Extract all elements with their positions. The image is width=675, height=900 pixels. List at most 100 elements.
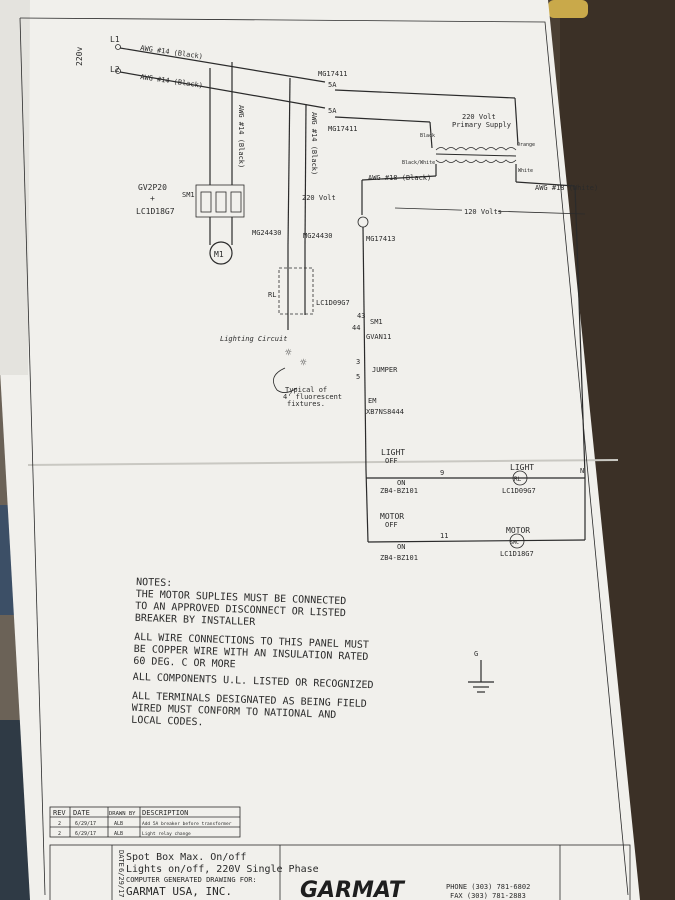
transformer-black: Black [420, 133, 435, 139]
motor-starter-element-2 [215, 191, 227, 213]
notes-block: NOTES: THE MOTOR SUPLIES MUST BE CONNECT… [131, 577, 374, 729]
breaker-2-part: MG17411 [328, 125, 358, 133]
note-line: 60 DEG. C OR MORE [133, 656, 236, 671]
title-block-frame [49, 844, 631, 900]
revision-cell: Add 5A breaker before transformer [142, 821, 232, 827]
transformer-secondary-coil [435, 159, 517, 163]
primary-wire-2 [334, 116, 431, 123]
motor-wire-11: 11 [440, 532, 448, 540]
lighting-mg-a: MG24430 [252, 229, 282, 237]
revision-header: DATE [73, 809, 90, 817]
control-em: EM [368, 397, 376, 405]
title-line-1: Spot Box Max. On/off [126, 852, 246, 863]
l1-wire [119, 47, 326, 83]
neutral-n: N [580, 467, 584, 475]
lighting-circuit-label: Lighting Circuit [220, 335, 287, 343]
light-switch-off: OFF [385, 457, 398, 465]
revision-header: DESCRIPTION [142, 809, 188, 817]
neutral-rail [574, 185, 586, 476]
fixture-note-1: Typical of [285, 386, 327, 394]
awg-white-label: AWG #18 (White) [535, 184, 598, 192]
control-xb: XB7NS8444 [366, 408, 404, 416]
transformer-white: White [518, 168, 533, 174]
lighting-feeder-2 [304, 103, 307, 246]
light-coil-label: LIGHT [510, 463, 534, 472]
lamp-icon-1: ☼ [285, 346, 292, 359]
motor-starter-element-3 [230, 191, 242, 213]
control-jumper: JUMPER [372, 366, 398, 374]
lighting-mg-b: MG24430 [303, 232, 333, 240]
revision-table-frame [49, 806, 241, 838]
fixture-note-3: fixtures. [287, 400, 325, 408]
title-computer: COMPUTER GENERATED DRAWING FOR: [126, 876, 257, 884]
motor-coil [509, 533, 525, 549]
v220-label: 220 Volt [302, 194, 336, 202]
revision-header: DRAWN BY [109, 811, 136, 817]
light-coil [512, 470, 528, 486]
transformer-orange: Orange [517, 142, 535, 148]
breaker-2-rating: 5A [328, 107, 337, 115]
light-relay-box [278, 267, 314, 315]
control-rail-lower [365, 469, 369, 543]
ground-label: G [474, 650, 478, 658]
breaker-1-rating: 5A [328, 81, 337, 89]
transformer-primary-coil [435, 147, 517, 151]
yellow-rope [548, 0, 588, 18]
title-date-value: 6/29/17 [117, 868, 125, 898]
v120-label: 120 Volts [464, 208, 502, 216]
motor-switch-off: OFF [385, 521, 398, 529]
revision-cell: 6/29/17 [75, 821, 96, 827]
control-mg: MG17413 [366, 235, 396, 243]
motor-m1 [209, 241, 233, 265]
control-n44: 44 [352, 324, 360, 332]
l1-terminal [115, 44, 121, 50]
l2-terminal [115, 68, 121, 74]
motor-switch-on: ON [397, 543, 405, 551]
note-line: BREAKER BY INSTALLER [135, 613, 257, 628]
motor-feeder-awg: AWG #14 (Black) [237, 105, 245, 168]
gv-plus: + [150, 194, 155, 203]
motor-coil-id: SMC [510, 540, 519, 546]
paper-sheet [0, 0, 640, 900]
control-sm1: SM1 [370, 318, 383, 326]
note-line: LOCAL CODES. [131, 715, 204, 729]
title-fax: FAX (303) 781-2883 [450, 892, 526, 900]
control-n43: 43 [357, 312, 365, 320]
border-line [19, 17, 629, 896]
paper-fold [27, 459, 619, 466]
revision-cell: 2 [58, 831, 61, 837]
motor-switch-label: MOTOR [380, 512, 404, 521]
title-block: DATE 6/29/17 Spot Box Max. On/off Lights… [49, 844, 631, 900]
primary-wire-1 [334, 89, 516, 99]
title-company: GARMAT USA, INC. [126, 885, 232, 898]
fixture-leader [273, 367, 298, 393]
light-switch-on: ON [397, 479, 405, 487]
revision-cell: ALB [114, 821, 123, 827]
revision-cell: 6/29/17 [75, 831, 96, 837]
revision-table: REV DATE DRAWN BY DESCRIPTION 2 6/29/17 … [49, 806, 241, 838]
transformer-black-white: Black/White [402, 160, 435, 166]
lighting-feeder-awg: AWG #14 (Black) [310, 112, 318, 175]
light-coil-id: RL [514, 476, 522, 483]
title-phone: PHONE (303) 781-6802 [446, 883, 530, 891]
l2-label: L2 [110, 65, 120, 74]
awg-black-label: AWG #18 (Black) [368, 174, 431, 182]
breaker-1-part: MG17411 [318, 70, 348, 78]
revision-cell: 2 [58, 821, 61, 827]
transformer-core [435, 153, 517, 157]
motor-coil-part: LC1D18G7 [500, 550, 534, 558]
revision-header: REV [53, 809, 66, 817]
motor-starter-element-1 [200, 191, 212, 213]
light-wire-9: 9 [440, 469, 444, 477]
lighting-feeder-1 [287, 77, 291, 246]
transformer-title-1: 220 Volt [462, 113, 496, 121]
lamp-icon-2: ☼ [300, 356, 307, 369]
fixture-note-2: 4' fluorescent [283, 393, 342, 401]
supply-voltage: 220v [75, 47, 84, 66]
secondary-black-wire [361, 175, 437, 181]
paper-sheet-edge [0, 0, 30, 375]
sm1-label: SM1 [182, 191, 195, 199]
revision-cell: ALB [114, 831, 123, 837]
